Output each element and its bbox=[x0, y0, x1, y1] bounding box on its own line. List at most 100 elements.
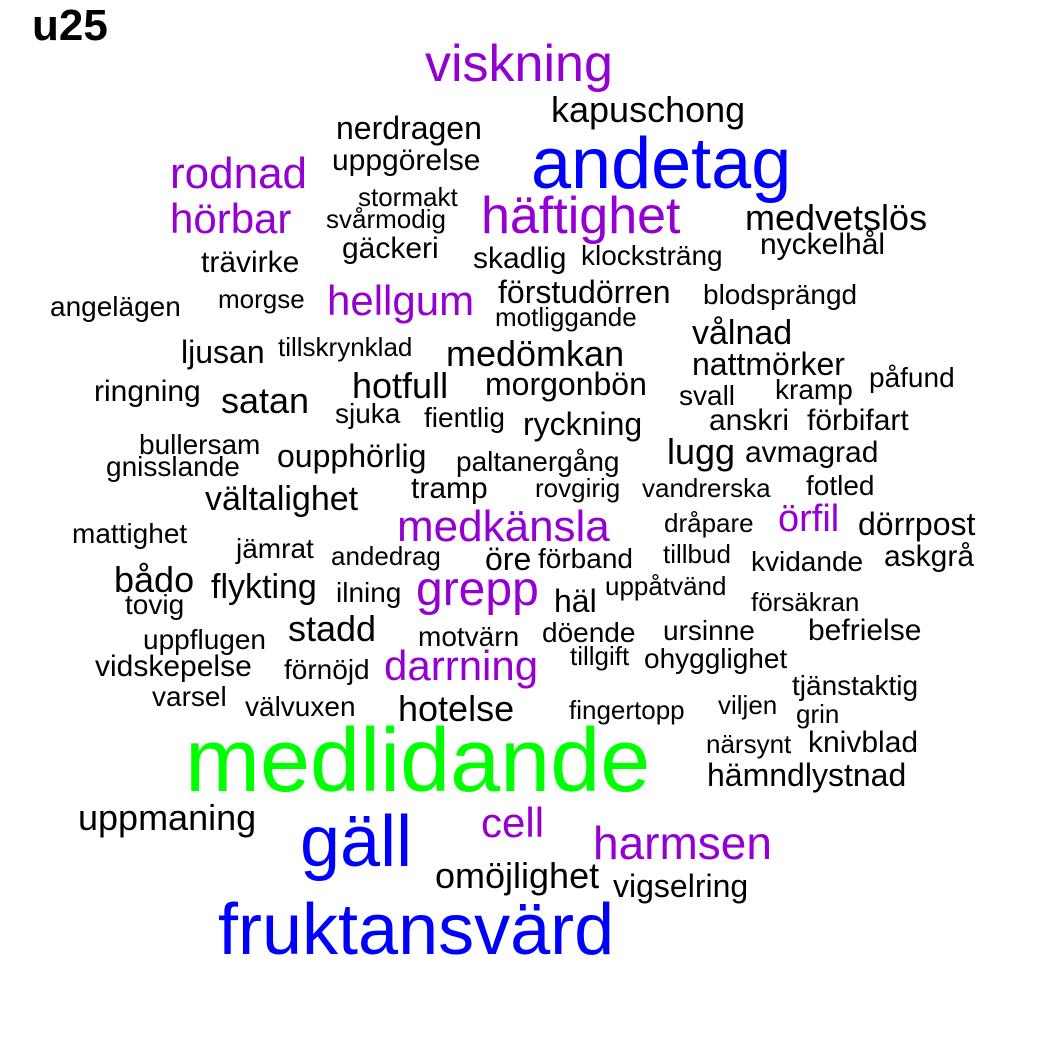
word-cell: cell bbox=[481, 799, 545, 846]
word-gackeri: gäckeri bbox=[342, 232, 439, 265]
word-gnisslande: gnisslande bbox=[106, 451, 240, 482]
word-uppflugen: uppflugen bbox=[143, 624, 267, 655]
word-morgse: morgse bbox=[218, 284, 305, 314]
word-jamrat: jämrat bbox=[236, 533, 314, 564]
word-rodnad: rodnad bbox=[170, 149, 308, 198]
word-tramp: tramp bbox=[411, 472, 488, 505]
word-svarmodig: svårmodig bbox=[326, 204, 446, 234]
word-ursinne: ursinne bbox=[663, 615, 755, 646]
word-morgonbon: morgonbön bbox=[485, 366, 647, 402]
word-drapare: dråpare bbox=[664, 508, 754, 538]
word-nyckelhal: nyckelhål bbox=[760, 228, 886, 261]
word-skadlig: skadlig bbox=[473, 242, 567, 275]
word-fotled: fotled bbox=[806, 470, 875, 501]
word-bullersam: bullersam bbox=[139, 429, 261, 460]
word-forsakran: försäkran bbox=[751, 587, 860, 617]
word-motliggande: motliggande bbox=[495, 302, 637, 332]
word-mattighet: mattighet bbox=[72, 518, 188, 549]
word-askgra: askgrå bbox=[884, 540, 975, 573]
word-fientlig: fientlig bbox=[424, 402, 505, 433]
word-vigselring: vigselring bbox=[613, 868, 749, 904]
word-uppgorelse: uppgörelse bbox=[332, 144, 481, 177]
word-paltanergang: paltanergång bbox=[456, 446, 620, 477]
word-medomkan: medömkan bbox=[446, 333, 625, 374]
word-nerdragen: nerdragen bbox=[336, 110, 482, 146]
word-valnad: vålnad bbox=[692, 314, 793, 352]
word-travirke: trävirke bbox=[201, 246, 300, 279]
word-vidskepelse: vidskepelse bbox=[95, 650, 252, 683]
word-andetag: andetag bbox=[531, 124, 792, 204]
word-ryckning: ryckning bbox=[523, 406, 643, 442]
word-hellgum: hellgum bbox=[327, 277, 475, 324]
word-viskning: viskning bbox=[425, 35, 613, 93]
word-darrning: darrning bbox=[384, 642, 539, 689]
word-hamndlystnad: hämndlystnad bbox=[707, 757, 907, 793]
word-tovig: tovig bbox=[125, 589, 185, 620]
word-fornojd: förnöjd bbox=[284, 654, 370, 685]
word-pafund: påfund bbox=[869, 362, 955, 393]
word-anskri: anskri bbox=[709, 404, 790, 437]
word-tillbud: tillbud bbox=[663, 539, 731, 569]
word-stadd: stadd bbox=[288, 608, 377, 649]
word-befrielse: befrielse bbox=[808, 614, 922, 647]
word-viljen: viljen bbox=[718, 690, 778, 720]
word-vandrerska: vandrerska bbox=[642, 473, 771, 503]
word-ljusan: ljusan bbox=[181, 334, 265, 370]
word-grepp: grepp bbox=[416, 563, 539, 616]
word-satan: satan bbox=[221, 380, 310, 421]
word-forbifart: förbifart bbox=[807, 404, 909, 437]
word-tillgift: tillgift bbox=[570, 641, 630, 671]
word-hotfull: hotfull bbox=[352, 365, 449, 406]
word-valvuxen: välvuxen bbox=[245, 691, 356, 722]
word-rovgirig: rovgirig bbox=[535, 473, 621, 503]
word-klockstrang: klocksträng bbox=[581, 240, 723, 271]
word-varsel: varsel bbox=[152, 681, 227, 712]
word-kramp: kramp bbox=[775, 374, 853, 405]
word-motvarn: motvärn bbox=[418, 621, 520, 652]
word-fingertopp: fingertopp bbox=[569, 695, 685, 725]
word-forband: förband bbox=[538, 543, 633, 574]
word-fruktansvard: fruktansvärd bbox=[218, 890, 615, 970]
word-harmsen: harmsen bbox=[593, 817, 772, 869]
word-angelagen: angelägen bbox=[50, 291, 181, 322]
word-dorrpost: dörrpost bbox=[858, 506, 976, 542]
word-narsynt: närsynt bbox=[706, 729, 792, 759]
word-ore: öre bbox=[485, 541, 532, 577]
word-kvidande: kvidande bbox=[751, 546, 864, 577]
word-hal: häl bbox=[554, 583, 597, 619]
word-uppatvand: uppåtvänd bbox=[605, 571, 727, 601]
word-nattmorker: nattmörker bbox=[692, 346, 845, 382]
word-valtalighet: vältalighet bbox=[205, 480, 359, 518]
word-tillskrynklad: tillskrynklad bbox=[278, 332, 413, 362]
word-orfil: örfil bbox=[778, 498, 840, 540]
word-knivblad: knivblad bbox=[808, 726, 919, 759]
word-medlidande: medlidande bbox=[185, 711, 651, 811]
word-flykting: flykting bbox=[211, 568, 317, 606]
word-grin: grin bbox=[796, 699, 840, 729]
word-svall: svall bbox=[679, 380, 736, 411]
word-lugg: lugg bbox=[667, 431, 736, 472]
word-forstudorren: förstudörren bbox=[498, 274, 671, 310]
word-kapuschong: kapuschong bbox=[551, 89, 746, 130]
word-avmagrad: avmagrad bbox=[745, 436, 879, 469]
word-tjanstaktig: tjänstaktig bbox=[792, 670, 919, 701]
word-gall: gäll bbox=[300, 802, 413, 882]
word-stormakt: stormakt bbox=[358, 182, 458, 212]
word-hotelse: hotelse bbox=[398, 688, 515, 729]
word-haftighet: häftighet bbox=[481, 187, 681, 245]
word-oupphorlig: oupphörlig bbox=[277, 438, 427, 474]
word-medkansla: medkänsla bbox=[397, 502, 610, 551]
word-horbar: hörbar bbox=[170, 195, 292, 242]
word-omojlighet: omöjlighet bbox=[435, 855, 600, 896]
word-andedrag: andedrag bbox=[331, 541, 441, 571]
word-blodsprangd: blodsprängd bbox=[703, 279, 858, 310]
word-ohygglighet: ohygglighet bbox=[644, 643, 788, 674]
word-doende: döende bbox=[542, 617, 636, 648]
cloud-title: u25 bbox=[32, 1, 108, 50]
word-sjuka: sjuka bbox=[335, 398, 401, 429]
word-medvetslos: medvetslös bbox=[745, 197, 928, 238]
word-bado: bådo bbox=[114, 559, 195, 600]
word-ilning: ilning bbox=[336, 577, 402, 608]
word-uppmaning: uppmaning bbox=[78, 797, 257, 838]
